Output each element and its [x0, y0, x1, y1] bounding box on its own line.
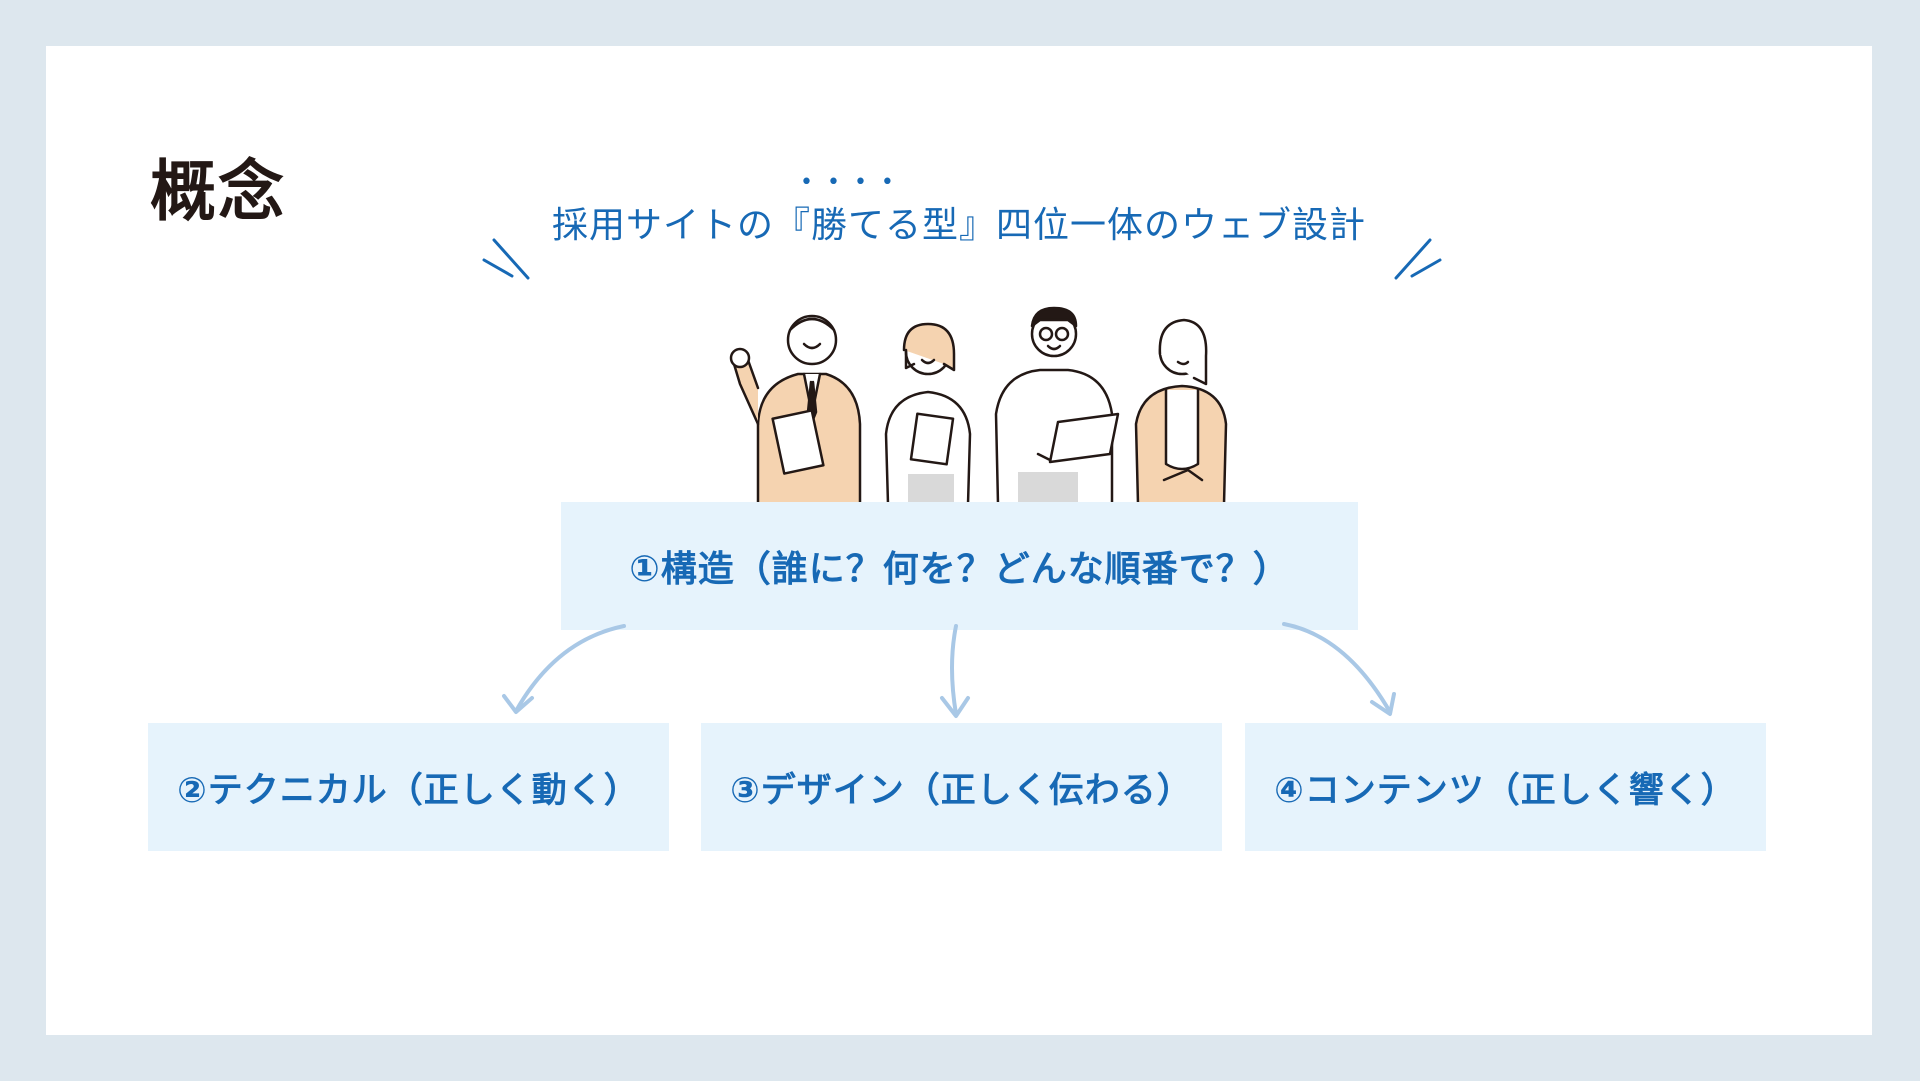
subtitle: •••• 採用サイトの『勝てる型』四位一体のウェブ設計: [551, 170, 1366, 248]
structure-box: ①構造（誰に？何を？どんな順番で？）: [561, 502, 1358, 630]
page-title: 概念: [150, 153, 286, 230]
content-box: ④コンテンツ（正しく響く）: [1245, 723, 1766, 851]
content-label: ④コンテンツ（正しく響く）: [1274, 770, 1737, 811]
subtitle-text: 採用サイトの『勝てる型』四位一体のウェブ設計: [551, 205, 1366, 246]
slide-card: 概念 •••• 採用サイトの『勝てる型』四位一体のウェブ設計: [46, 46, 1872, 1035]
arrow-to-technical: [514, 624, 626, 713]
design-label: ③デザイン（正しく伝わる）: [730, 770, 1193, 811]
technical-box: ②テクニカル（正しく動く）: [148, 723, 669, 851]
design-box: ③デザイン（正しく伝わる）: [701, 723, 1222, 851]
left-accent-lines: [482, 238, 530, 280]
technical-label: ②テクニカル（正しく動く）: [177, 770, 640, 811]
connector-arrows: [502, 622, 1396, 718]
right-accent-lines: [1394, 238, 1442, 280]
structure-label: ①構造（誰に？何を？どんな順番で？）: [629, 549, 1290, 590]
arrow-to-content: [1282, 622, 1392, 714]
people-group-icon: [729, 306, 1228, 504]
arrow-to-design: [950, 624, 958, 716]
subtitle-row: •••• 採用サイトの『勝てる型』四位一体のウェブ設計: [46, 170, 1872, 248]
emphasis-dots: ••••: [799, 170, 908, 195]
